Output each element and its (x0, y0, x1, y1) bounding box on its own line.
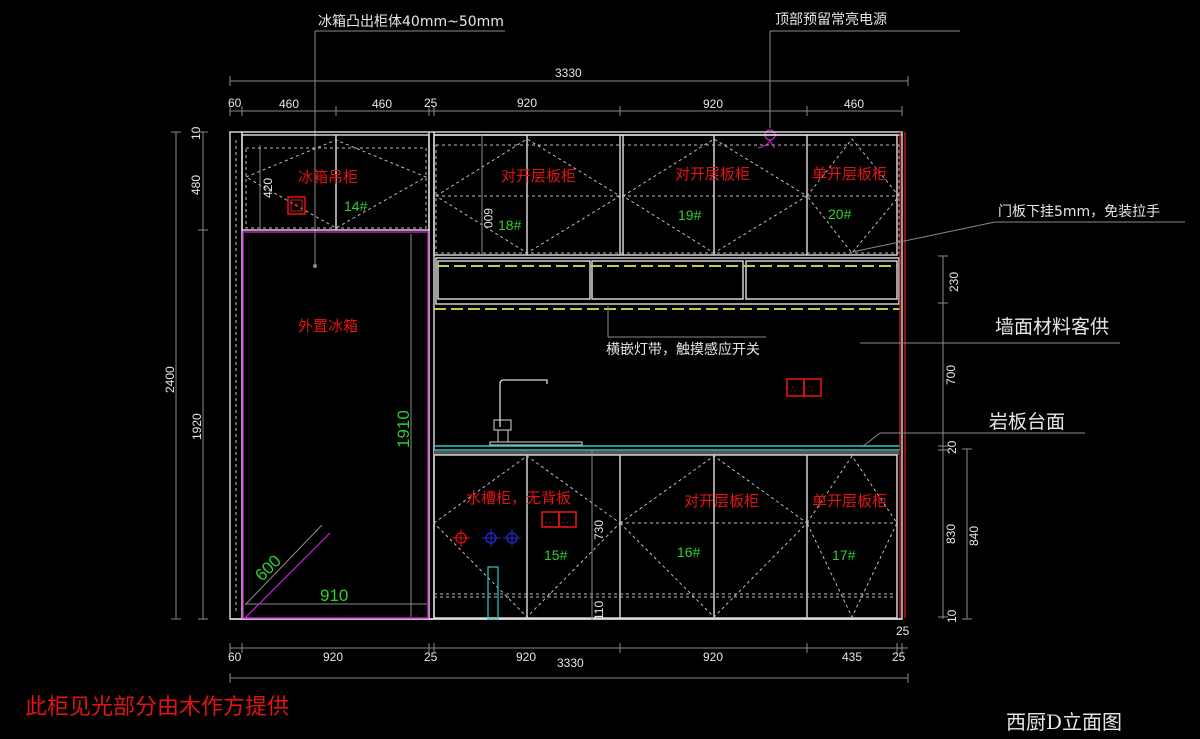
dim-bottom-total: 3330 (557, 656, 584, 670)
drain-pipe (487, 566, 499, 620)
dim-bottom-gap: 25 (896, 624, 910, 638)
dim-left-upper: 480 (189, 175, 203, 195)
left-dimensions: 2400 10 480 1920 (163, 126, 208, 620)
fridge-label: 外置冰箱 (298, 317, 358, 335)
cabinet-label: 单开层板柜 (812, 492, 887, 510)
door-hang-note: 门板下挂5mm，免装拉手 (998, 204, 1160, 220)
fridge-depth: 600 (251, 551, 284, 584)
dim-base-plinth: 110 (592, 601, 606, 620)
double-outlet-icon: ∴ ∴ (786, 378, 822, 397)
svg-text:∴: ∴ (790, 385, 796, 395)
led-strip-note: 横嵌灯带，触摸感应开关 (606, 341, 760, 358)
dim-top-seg: 920 (517, 96, 537, 110)
dim-bottom-seg: 25 (892, 650, 906, 664)
dim-base-door: 730 (592, 520, 606, 540)
dim-right-plinth: 10 (945, 609, 959, 623)
faucet-icon (489, 379, 583, 446)
dim-right-counter: 20 (945, 440, 959, 454)
cabinet-label: 对开层板柜 (675, 165, 750, 183)
dim-top-seg: 460 (844, 97, 864, 111)
cabinet-code: 20# (828, 206, 852, 222)
dim-right-base: 830 (944, 524, 958, 544)
wall-edge (899, 132, 906, 618)
annotation-fridge-protrude: 冰箱凸出柜体40mm~50mm (313, 14, 505, 268)
dim-top-seg: 460 (279, 97, 299, 111)
dim-top-total: 3330 (555, 66, 582, 80)
dim-bottom-seg: 25 (424, 650, 438, 664)
dim-upper-height: 600 (481, 208, 495, 228)
footer-note: 此柜见光部分由木作方提供 (25, 695, 289, 720)
dim-right-led: 230 (947, 272, 961, 292)
cabinet-code: 18# (498, 217, 522, 233)
countertop-note: 岩板台面 (989, 411, 1065, 433)
svg-text:∴: ∴ (807, 385, 813, 395)
upper-cabinets: 600 对开层板柜 18# 对开层板柜 19# 单开层板柜 20# (433, 134, 902, 256)
fridge-wall-cabinet: 420 冰箱吊柜 14# (241, 134, 430, 231)
dim-right-backsplash: 700 (944, 365, 958, 385)
cabinet-label: 单开层板柜 (812, 165, 887, 183)
cabinet-label: 对开层板柜 (501, 167, 576, 185)
cabinet-code: 19# (678, 207, 702, 223)
hot-water-valve-icon (452, 529, 470, 547)
right-annotations: 门板下挂5mm，免装拉手 墙面材料客供 岩板台面 (851, 204, 1185, 448)
dim-left-top: 10 (189, 126, 203, 140)
countertop (434, 445, 900, 455)
fridge-height: 1910 (394, 410, 413, 448)
led-shelf: 横嵌灯带，触摸感应开关 (434, 257, 900, 358)
outlet-icon (287, 196, 306, 215)
cabinet-frame (229, 131, 903, 620)
dim-top-seg: 920 (703, 97, 723, 111)
dim-bottom-seg: 920 (323, 650, 343, 664)
backsplash: ∴ ∴ (489, 378, 822, 446)
right-dimensions: 230 700 20 830 840 10 (938, 255, 981, 623)
annotation-power-top: 顶部预留常亮电源 (757, 11, 960, 149)
dim-bottom-seg: 60 (228, 650, 242, 664)
cabinet-code: 17# (832, 547, 856, 563)
dim-right-base-total: 840 (967, 526, 981, 546)
dim-top-seg: 460 (372, 97, 392, 111)
dim-bottom-seg: 920 (703, 650, 723, 664)
dim-left-lower: 1920 (190, 413, 204, 440)
fridge: 外置冰箱 1910 910 600 (242, 231, 429, 619)
double-outlet-icon: ∴ ∴ (541, 511, 577, 528)
dim-bottom-seg: 920 (516, 650, 536, 664)
power-top-note: 顶部预留常亮电源 (775, 11, 887, 28)
cabinet-label: 水槽柜，无背板 (466, 489, 571, 507)
dim-left-total: 2400 (163, 366, 177, 393)
dim-top-seg: 60 (228, 96, 242, 110)
cabinet-label: 冰箱吊柜 (298, 168, 358, 186)
wall-material-note: 墙面材料客供 (995, 316, 1109, 338)
dim-fridge-cab-inner: 420 (261, 178, 275, 198)
top-dimensions: 3330 60 460 460 25 920 920 460 (228, 66, 909, 116)
cold-water-valve-icon (482, 529, 521, 547)
svg-text:∴: ∴ (545, 517, 551, 527)
dim-bottom-seg: 435 (842, 650, 862, 664)
dim-top-seg: 25 (424, 96, 438, 110)
cabinet-label: 对开层板柜 (684, 492, 759, 510)
cabinet-code: 14# (344, 198, 368, 214)
svg-text:∴: ∴ (562, 517, 568, 527)
base-cabinets: 730 110 水槽柜，无背板 15# 对开层板柜 16# 单开层板柜 17# … (433, 450, 898, 620)
bottom-dimensions: 25 60 920 25 920 920 435 25 3330 (228, 624, 910, 683)
cabinet-code: 15# (544, 547, 568, 563)
cabinet-code: 16# (677, 544, 701, 560)
fridge-protrude-note: 冰箱凸出柜体40mm~50mm (318, 14, 504, 30)
fridge-width: 910 (320, 586, 348, 605)
drawing-title: 西厨D立面图 (1006, 710, 1122, 734)
